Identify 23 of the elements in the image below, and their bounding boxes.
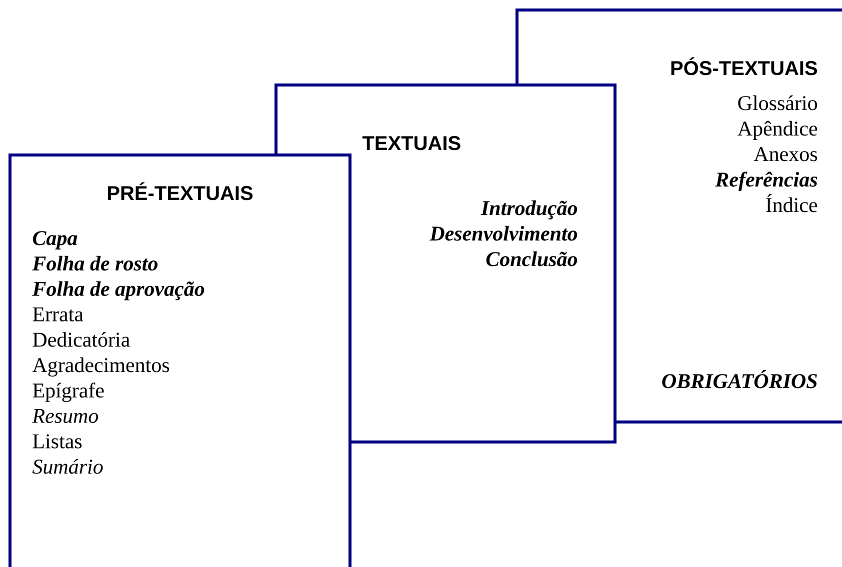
list-item: Agradecimentos bbox=[32, 357, 170, 377]
section-heading: TEXTUAIS bbox=[362, 136, 460, 150]
list-item: Capa bbox=[32, 231, 78, 250]
list-item: Índice bbox=[766, 194, 818, 212]
list-item: Epígrafe bbox=[32, 382, 104, 402]
list-item: Errata bbox=[32, 307, 84, 322]
note-text: OBRIGATÓRIOS bbox=[662, 370, 817, 388]
list-item: Folha de rosto bbox=[32, 256, 158, 271]
list-item: Referências bbox=[715, 172, 818, 191]
list-item: Apêndice bbox=[738, 120, 818, 140]
list-item: Listas bbox=[32, 434, 82, 448]
list-item: Resumo bbox=[32, 409, 98, 424]
list-item: Glossário bbox=[738, 95, 818, 110]
list-item: Sumário bbox=[32, 459, 103, 474]
section-box bbox=[8, 154, 352, 567]
list-item: Conclusão bbox=[486, 251, 578, 266]
section-heading: PRÉ-TEXTUAIS bbox=[108, 182, 253, 200]
list-item: Introdução bbox=[480, 200, 578, 220]
list-item: Anexos bbox=[754, 147, 818, 162]
list-item: Dedicatória bbox=[32, 332, 130, 347]
section-heading: PÓS-TEXTUAIS bbox=[671, 57, 818, 76]
list-item: Desenvolvimento bbox=[430, 226, 578, 241]
list-item: Folha de aprovação bbox=[32, 281, 204, 300]
